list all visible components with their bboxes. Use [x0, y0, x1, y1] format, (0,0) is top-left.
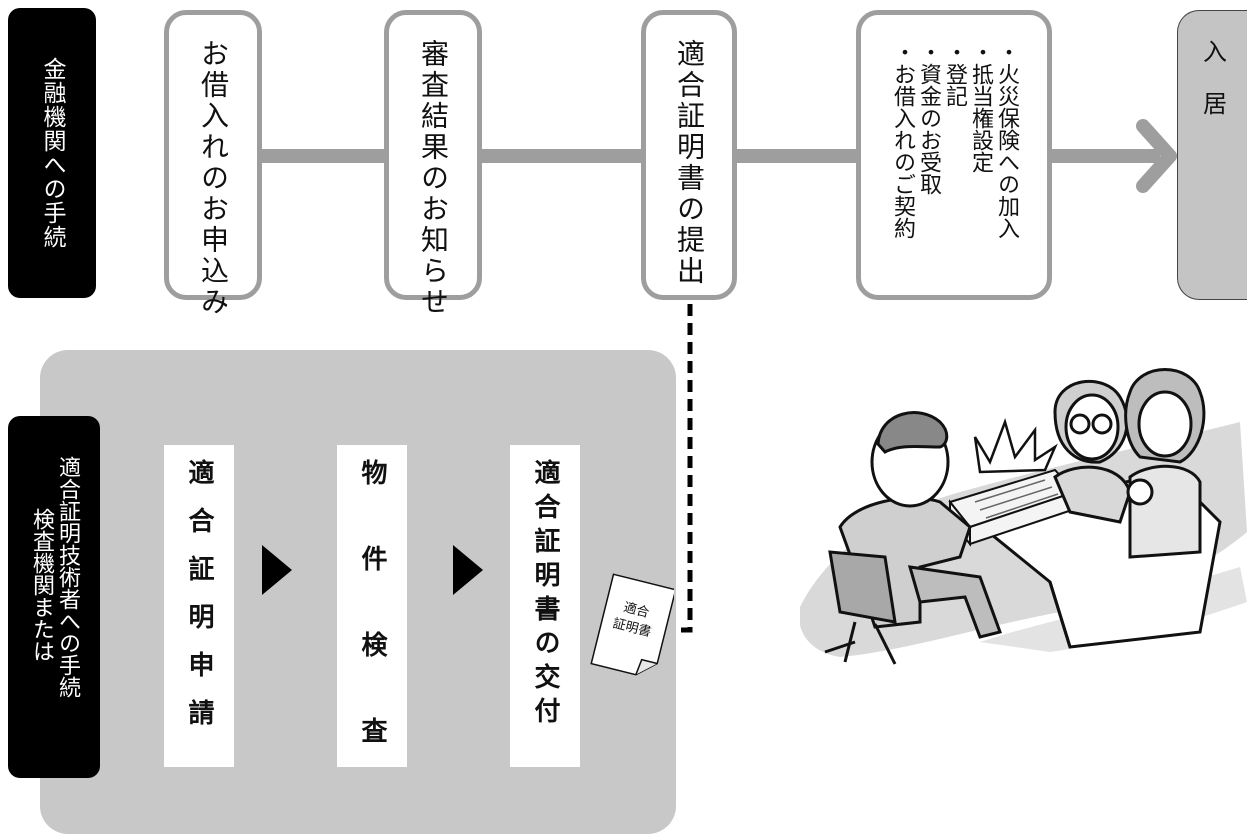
step-certificate-application: 適合証明申請 — [164, 445, 234, 767]
section-label-inspection: 適合証明技術者への手続 検査機関または — [8, 416, 100, 778]
section-label-financial-text: 金融機関への手続 — [39, 57, 65, 249]
step-submit-certificate: 適合証明書の提出 — [641, 10, 737, 300]
contract-line-funds: ・資金のお受取 — [916, 41, 941, 195]
step-property-inspection: 物件検査 — [337, 445, 407, 803]
step-contract-lines: ・火災保険への加入 ・抵当権設定 ・登記 ・資金のお受取 ・お借入れのご契約 — [890, 41, 1019, 295]
step-loan-application-label: お借入れのお申込み — [197, 39, 230, 318]
arrowhead-right — [1136, 119, 1177, 193]
step-submit-certificate-label: 適合証明書の提出 — [673, 39, 706, 287]
triangle-arrow-1 — [262, 545, 292, 595]
step-certificate-issuance: 適合証明書の交付 — [510, 445, 580, 767]
step-review-result-label: 審査結果のお知らせ — [417, 39, 450, 318]
contract-line-registration: ・登記 — [942, 41, 967, 107]
triangle-arrow-2 — [453, 545, 483, 595]
step-property-inspection-label: 物件検査 — [357, 459, 387, 803]
step-move-in-label: 入居 — [1198, 39, 1227, 143]
section-label-financial: 金融機関への手続 — [8, 8, 96, 298]
section-label-inspection-col2: 検査機関または — [29, 508, 54, 662]
contract-line-fire-insurance: ・火災保険への加入 — [994, 41, 1019, 239]
contract-line-loan-contract: ・お借入れのご契約 — [890, 41, 915, 239]
step-certificate-issuance-label: 適合証明書の交付 — [530, 459, 560, 731]
contract-line-mortgage: ・抵当権設定 — [968, 41, 993, 173]
step-move-in: 入居 — [1177, 10, 1247, 300]
step-review-result: 審査結果のお知らせ — [384, 10, 482, 318]
step-certificate-application-label: 適合証明申請 — [184, 459, 214, 747]
step-loan-application: お借入れのお申込み — [164, 10, 262, 318]
meeting-illustration — [800, 368, 1247, 665]
section-label-inspection-col1: 適合証明技術者への手続 — [55, 456, 80, 698]
step-contract-list: ・火災保険への加入 ・抵当権設定 ・登記 ・資金のお受取 ・お借入れのご契約 — [856, 10, 1052, 300]
certificate-document-icon: 適合 証明書 — [588, 572, 674, 676]
